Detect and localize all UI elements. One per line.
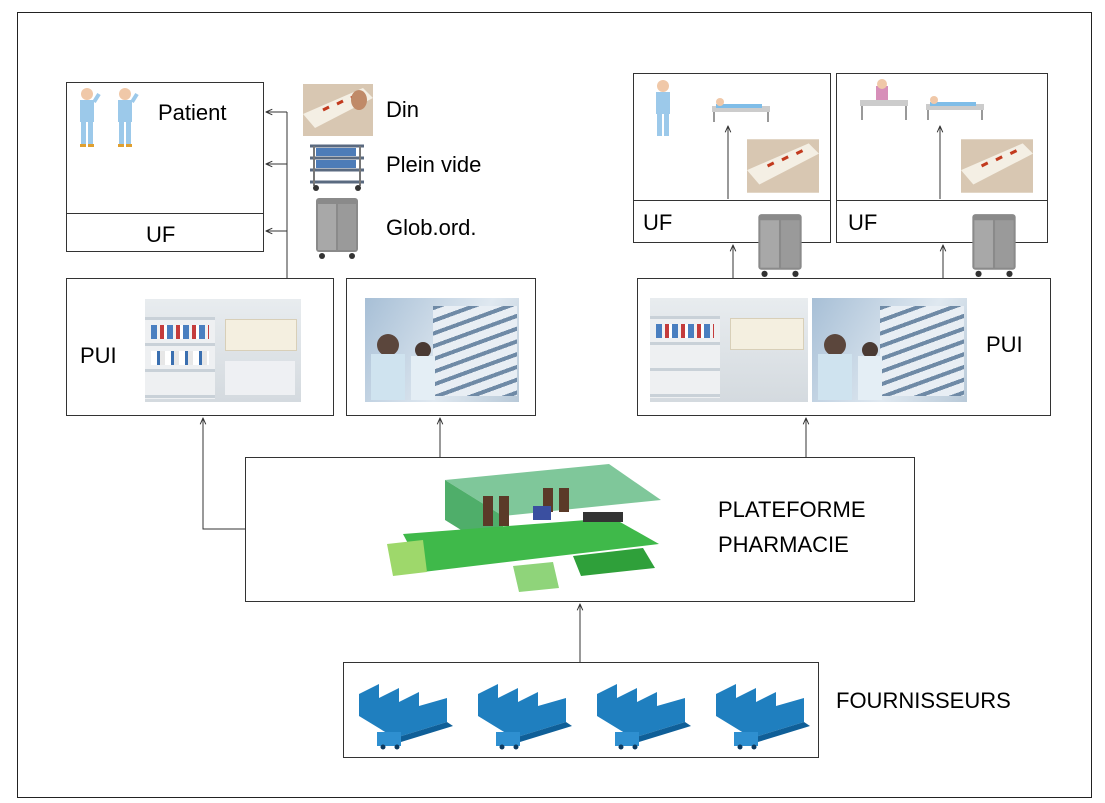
pharmacy-shelves-photo — [650, 298, 808, 402]
pui-left-label: PUI — [80, 343, 117, 368]
uf-right-label: UF — [848, 210, 878, 235]
patient-standing-icon — [118, 88, 139, 147]
automated-pharmacy-photo — [365, 298, 519, 402]
medication-cart-icon — [310, 144, 364, 191]
warehouse-3d-icon — [387, 464, 661, 592]
patient-label: Patient — [158, 100, 227, 125]
pill-tray-icon — [961, 139, 1033, 193]
fournisseurs-label: FOURNISSEURS — [836, 688, 1011, 713]
uf-mid-label: UF — [643, 210, 673, 235]
patient-standing-icon — [80, 88, 101, 147]
uf-left-label: UF — [146, 222, 176, 247]
legend-glob-ord-label: Glob.ord. — [386, 215, 477, 240]
hospital-bed-icon — [712, 98, 770, 122]
legend-din-label: Din — [386, 97, 420, 122]
legend-plein-vide-label: Plein vide — [386, 152, 482, 177]
cabinet-trolley-icon — [972, 214, 1016, 277]
factory-icon — [359, 684, 453, 750]
factory-icon — [478, 684, 572, 750]
cabinet-trolley-icon — [316, 198, 358, 259]
plateforme-label-line1: PLATEFORME — [718, 497, 866, 522]
plateforme-label-line2: PHARMACIE — [718, 532, 849, 557]
patient-standing-icon — [656, 80, 670, 136]
factory-icon — [597, 684, 691, 750]
pharmacy-shelves-photo — [145, 299, 301, 402]
pui-right-label: PUI — [986, 332, 1023, 357]
pill-tray-icon — [303, 84, 373, 136]
pill-tray-icon — [747, 139, 819, 193]
automated-pharmacy-photo — [812, 298, 967, 402]
cabinet-trolley-icon — [758, 214, 802, 277]
hospital-bed-icon — [926, 96, 984, 120]
factory-icon — [716, 684, 810, 750]
patient-box — [66, 82, 264, 252]
diagram-frame — [17, 12, 1092, 798]
uf-left-divider — [67, 213, 263, 214]
hospital-bed-sitting-icon — [860, 79, 908, 120]
